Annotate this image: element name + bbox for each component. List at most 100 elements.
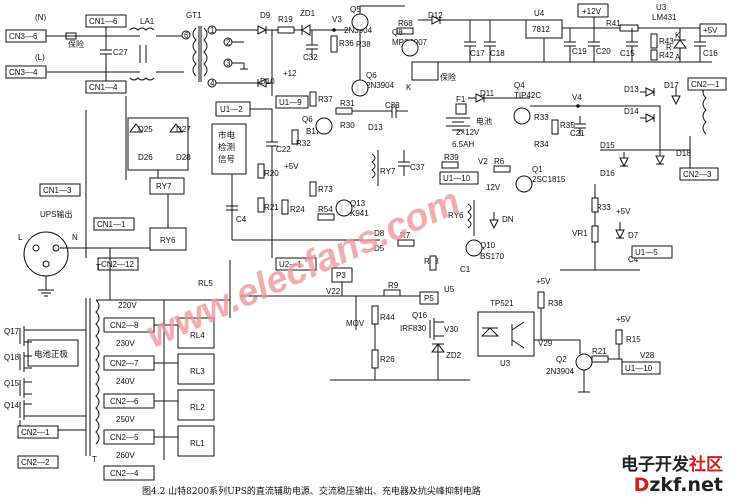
label-d9: D9 <box>260 11 271 20</box>
label-c37: C37 <box>410 163 425 172</box>
ground-bottom <box>330 324 470 381</box>
caps-c15-c16 <box>626 28 706 62</box>
label-r39: R39 <box>444 153 459 162</box>
label-d14: D14 <box>624 107 639 116</box>
diode-d17 <box>671 86 681 106</box>
wire-la1 <box>139 35 184 73</box>
wire-cn1 <box>85 96 127 258</box>
label-r15: R15 <box>626 335 641 344</box>
label-cn2-5: CN2—5 <box>110 433 139 442</box>
label-d25: D25 <box>138 125 153 134</box>
gt1-pin-6 <box>181 30 191 40</box>
label-baoxian2: 保险 <box>440 72 456 82</box>
wire-q5 <box>359 5 405 80</box>
connector-cn1-1 <box>93 217 135 231</box>
label-q5: Q5 <box>350 5 361 14</box>
label-l-in: (L) <box>35 53 45 62</box>
capacitor-c19 <box>564 28 576 62</box>
wire-middle <box>232 156 380 258</box>
label-q4n: TIP42C <box>514 91 541 100</box>
label-d12: D12 <box>428 11 443 20</box>
resistor-r54 <box>317 213 335 221</box>
transistor-q13 <box>335 199 353 217</box>
label-q14: Q14 <box>4 401 20 410</box>
socket-l-pin <box>32 244 40 252</box>
label-r26: R26 <box>380 355 395 364</box>
label-r21b: R21 <box>592 347 607 356</box>
label-cn2-4: CN2—4 <box>110 469 139 478</box>
label-c4b: C4 <box>628 255 639 264</box>
coil-ry7 <box>371 150 379 186</box>
label-c19: C19 <box>572 47 587 56</box>
label-mains1: 市电 <box>218 130 236 140</box>
label-k: K <box>406 83 412 92</box>
logo-text-b: 社区 <box>689 455 723 475</box>
earth-symbol <box>38 276 54 297</box>
resistor-r36 <box>330 35 338 53</box>
transistor-q1 <box>515 175 533 193</box>
diodes-bridge <box>640 87 656 123</box>
label-irf830: IRF830 <box>400 324 427 333</box>
capacitor-c27 <box>100 36 112 72</box>
label-u3: U3 <box>656 3 667 12</box>
connector-cn2-12 <box>97 257 139 271</box>
label-d10: D10 <box>260 77 275 86</box>
label-q4: Q4 <box>514 81 525 90</box>
fuse-f1 <box>455 103 467 115</box>
label-p12v: +12V <box>582 7 602 16</box>
diode-d7 <box>615 222 625 240</box>
label-q10n: BS170 <box>480 252 505 261</box>
label-ry6b: RY6 <box>160 236 176 245</box>
label-p5v: +5V <box>703 26 718 35</box>
label-d7: D7 <box>628 231 639 240</box>
label-q13n: K941 <box>350 209 369 218</box>
battery-symbol <box>446 117 470 131</box>
label-q5n: 2N3904 <box>344 26 373 35</box>
label-r9: R9 <box>388 281 399 290</box>
connector-u2-1 <box>275 257 317 271</box>
label-vr1: VR1 <box>572 229 588 238</box>
relay-rl3 <box>177 353 215 385</box>
wire-u4 <box>543 27 620 62</box>
wire-output <box>60 170 169 300</box>
transistor-q8 <box>401 39 419 57</box>
label-fuse: 保险 <box>68 39 84 49</box>
label-cn1-1: CN1—1 <box>97 220 126 229</box>
label-q6n: 2N3904 <box>366 81 395 90</box>
label-t: T <box>92 455 97 464</box>
label-d27: D27 <box>176 125 191 134</box>
label-pin-k: K <box>675 31 681 40</box>
capacitor-c33 <box>352 104 408 118</box>
label-rl4: RL4 <box>190 331 205 340</box>
connector-cn1-3 <box>39 183 81 197</box>
label-r31: R31 <box>340 99 355 108</box>
label-c4: C4 <box>236 215 247 224</box>
output-left: D25 D27 D26 D28 RY7 CN1—3 UPS输出 L N CN1—… <box>4 96 213 469</box>
resistor-r24 <box>281 199 289 215</box>
relay-rl4 <box>177 317 215 349</box>
label-v3: V3 <box>332 15 342 24</box>
optocoupler-u3 <box>477 311 535 357</box>
label-r32: R32 <box>296 139 311 148</box>
label-c18: C18 <box>490 49 505 58</box>
label-bat3: 6.5AH <box>452 140 474 149</box>
label-cn3-4: CN3—4 <box>9 68 38 77</box>
connector-cn2-4 <box>103 465 155 481</box>
capacitor-c4 <box>226 174 238 240</box>
label-gt1: GT1 <box>186 11 202 20</box>
label-cn2-7: CN2—7 <box>110 359 139 368</box>
label-u1-2: U1—2 <box>220 105 243 114</box>
label-12v: 12V <box>486 183 501 192</box>
label-c16: C16 <box>703 49 718 58</box>
connector-cn2-3 <box>679 167 719 181</box>
label-u3n: LM431 <box>652 13 677 22</box>
label-pin3: 3 <box>226 59 231 68</box>
label-l: L <box>18 233 23 242</box>
resistor-r6 <box>493 165 511 173</box>
label-v29: V29 <box>538 339 553 348</box>
label-u5: U5 <box>444 285 455 294</box>
caps-c17-c18 <box>464 20 496 62</box>
label-cn1-4: CN1—4 <box>89 83 118 92</box>
label-p5: P5 <box>424 294 434 303</box>
